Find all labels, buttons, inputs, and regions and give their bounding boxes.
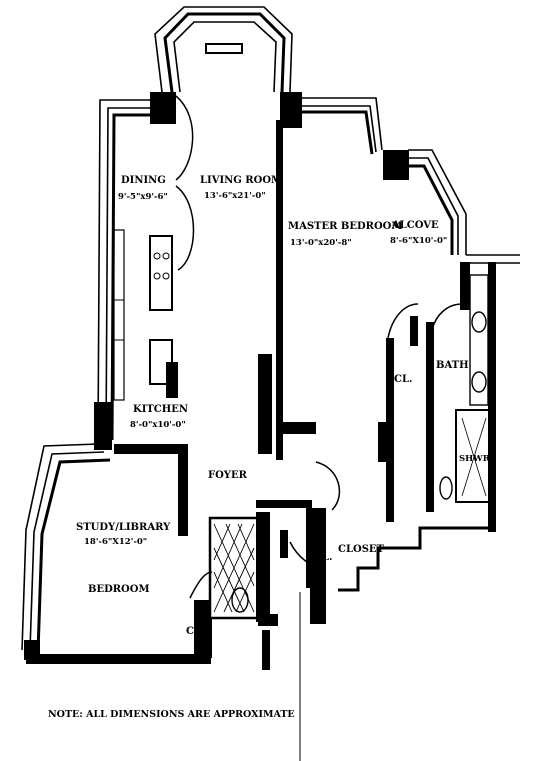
study-library-dims: 18'-6"X12'-0"	[84, 537, 147, 547]
closet-label: CLOSET	[338, 544, 385, 555]
dimensions-note: NOTE: ALL DIMENSIONS ARE APPROXIMATE	[48, 709, 295, 720]
kitchen-study-walls	[21, 443, 211, 664]
bath-label: BATH	[436, 360, 469, 371]
alcove-label: ALCOVE	[391, 220, 439, 231]
closet-master-label: CL.	[394, 374, 412, 385]
bedroom-label: BEDROOM	[88, 584, 150, 595]
living-room-label: LIVING ROOM	[200, 175, 282, 186]
closet-foyer-label: CL.	[314, 552, 332, 563]
dining-label: DINING	[121, 175, 166, 186]
master-bedroom-label: MASTER BEDROOM	[288, 221, 402, 232]
door-swings	[175, 95, 463, 761]
alcove-dims: 8'-6"X10'-0"	[390, 236, 447, 246]
living-east-wall	[258, 92, 316, 460]
living-room-dims: 13'-6"x21'-0"	[204, 191, 266, 201]
dining-dims: 9'-5"x9'-6"	[118, 192, 168, 202]
kitchen-counters	[113, 229, 178, 401]
kitchen-label: KITCHEN	[133, 404, 188, 415]
bath-block	[338, 262, 496, 592]
kitchen-dims: 8'-0"x10'-0"	[130, 420, 186, 430]
master-north-wall	[300, 97, 520, 310]
closet-study-label: CL.	[186, 626, 204, 637]
foyer-label: FOYER	[208, 470, 248, 481]
master-bedroom-dims: 13'-0"x20'-8"	[290, 238, 352, 248]
shower-label: SHWR.	[459, 454, 493, 464]
bay-window	[154, 6, 293, 93]
study-library-label: STUDY/LIBRARY	[76, 522, 171, 533]
west-exterior-wall	[94, 92, 176, 450]
